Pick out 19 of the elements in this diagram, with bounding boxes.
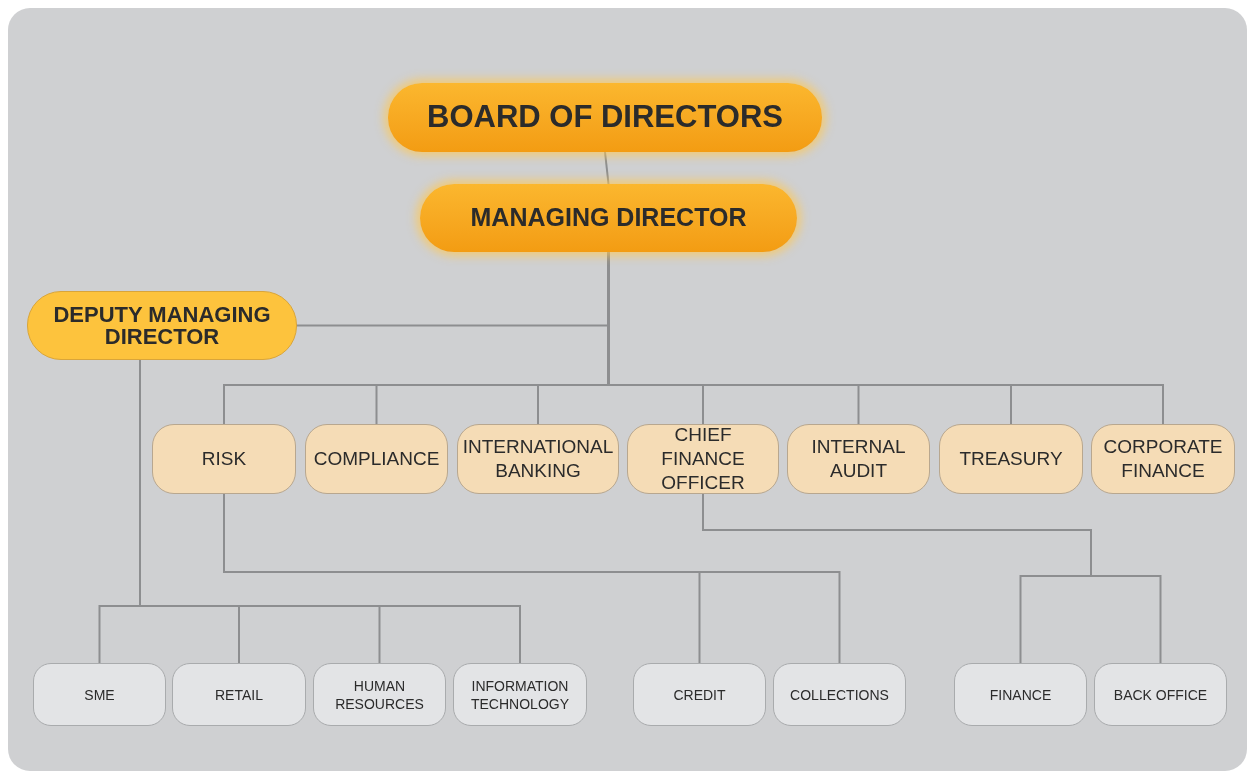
unit-box: SME <box>33 663 166 726</box>
department-box: RISK <box>152 424 296 494</box>
unit-box: HUMAN RESOURCES <box>313 663 446 726</box>
unit-box: BACK OFFICE <box>1094 663 1227 726</box>
department-box: CHIEF FINANCE OFFICER <box>627 424 779 494</box>
unit-box: COLLECTIONS <box>773 663 906 726</box>
department-box: COMPLIANCE <box>305 424 448 494</box>
org-box: DEPUTY MANAGING DIRECTOR <box>27 291 297 360</box>
department-box: INTERNAL AUDIT <box>787 424 930 494</box>
unit-box: CREDIT <box>633 663 766 726</box>
department-box: INTERNATIONAL BANKING <box>457 424 619 494</box>
unit-box: FINANCE <box>954 663 1087 726</box>
org-box: MANAGING DIRECTOR <box>420 184 797 252</box>
department-box: CORPORATE FINANCE <box>1091 424 1235 494</box>
org-box: BOARD OF DIRECTORS <box>388 83 822 152</box>
department-box: TREASURY <box>939 424 1083 494</box>
unit-box: INFORMATION TECHNOLOGY <box>453 663 587 726</box>
unit-box: RETAIL <box>172 663 306 726</box>
connector-line <box>604 151 610 185</box>
